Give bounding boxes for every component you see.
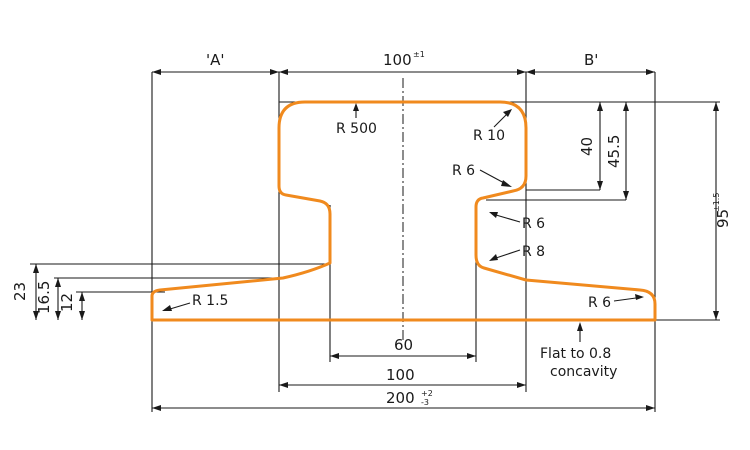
overall-200-label: 200	[386, 389, 415, 407]
left-12-label: 12	[58, 293, 76, 312]
radius-r6-mid-label: R 6	[522, 216, 545, 232]
radius-r500-label: R 500	[336, 121, 377, 137]
bottom-dimensions	[152, 353, 655, 411]
zone-a-label: 'A'	[206, 51, 225, 69]
radius-r8-label: R 8	[522, 244, 545, 260]
depth-40-label: 40	[578, 137, 596, 156]
radius-r10-label: R 10	[473, 128, 505, 144]
flatness-note-line1: Flat to 0.8	[540, 346, 611, 362]
radius-leaders	[162, 103, 644, 342]
overall-200-tol-upper: +2	[421, 389, 433, 398]
flatness-note-line2: concavity	[550, 364, 617, 380]
top-width-label: 100	[383, 51, 412, 69]
radius-r15-label: R 1.5	[192, 293, 228, 309]
base-100-label: 100	[386, 366, 415, 384]
height-95-label: 95	[714, 209, 732, 228]
depth-455-label: 45.5	[605, 135, 623, 168]
top-width-tolerance: ±1	[413, 50, 425, 59]
top-dimension	[152, 69, 655, 75]
zone-b-label: B'	[584, 51, 598, 69]
left-dimensions	[33, 264, 85, 320]
height-95-tolerance: ±1.5	[712, 193, 721, 212]
radius-r6-foot-label: R 6	[588, 295, 611, 311]
rail-profile-outline	[150, 100, 657, 322]
right-dimensions	[597, 102, 719, 320]
left-23-label: 23	[11, 282, 29, 301]
radius-r6-upper-label: R 6	[452, 163, 475, 179]
web-60-label: 60	[394, 336, 413, 354]
left-165-label: 16.5	[35, 281, 53, 314]
overall-200-tol-lower: -3	[421, 398, 429, 407]
